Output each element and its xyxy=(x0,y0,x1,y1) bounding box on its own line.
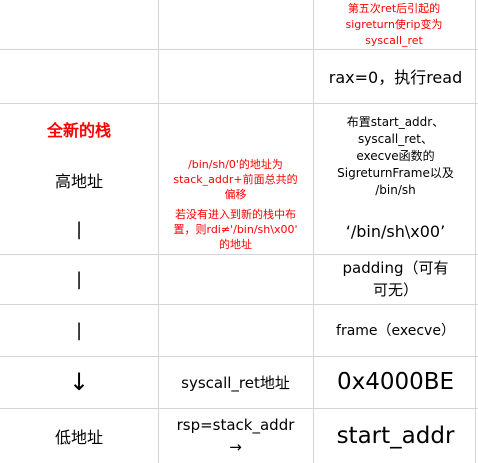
cell-syscall-ret-address: syscall_ret地址 xyxy=(181,373,290,392)
cell-padding: padding（可有 可无） xyxy=(342,259,449,299)
cell-rsp-pointer: rsp=stack_addr → xyxy=(176,415,295,456)
row-divider xyxy=(0,408,478,409)
direction-bar: | xyxy=(75,219,83,240)
column-divider xyxy=(475,0,476,463)
label-high-address: 高地址 xyxy=(54,172,103,191)
column-divider xyxy=(313,0,314,463)
cell-addr-0x4000be: 0x4000BE xyxy=(336,369,455,395)
label-low-address: 低地址 xyxy=(54,427,103,447)
row-divider xyxy=(0,254,478,255)
label-new-stack: 全新的栈 xyxy=(46,121,111,140)
note-rdi-warning: 若没有进入到新的栈中布 置，则rdi≠'/bin/sh\x00' 的地址 xyxy=(173,208,298,251)
direction-bar: | xyxy=(75,268,83,290)
direction-bar: | xyxy=(75,319,83,341)
row-divider xyxy=(0,356,478,357)
cell-rax-read: rax=0，执行read xyxy=(328,68,463,87)
cell-frame-execve: frame（execve） xyxy=(336,323,455,339)
down-arrow-icon: ↓ xyxy=(68,368,90,396)
cell-start-addr: start_addr xyxy=(336,422,455,449)
column-divider xyxy=(158,0,159,463)
row-divider xyxy=(0,49,478,50)
note-binsh-address: /bin/sh/0'的地址为 stack_addr+前面总共的 偏移 xyxy=(173,158,298,201)
row-divider xyxy=(0,304,478,305)
cell-binsh-string: ‘/bin/sh\x00’ xyxy=(345,222,446,241)
note-fifth-ret: 第五次ret后引起的 sigreturn使rip变为 syscall_ret xyxy=(345,1,443,47)
row-divider xyxy=(0,103,478,104)
cell-new-stack-layout: 布置start_addr、 syscall_ret、 execve函数的 Sig… xyxy=(337,114,454,197)
